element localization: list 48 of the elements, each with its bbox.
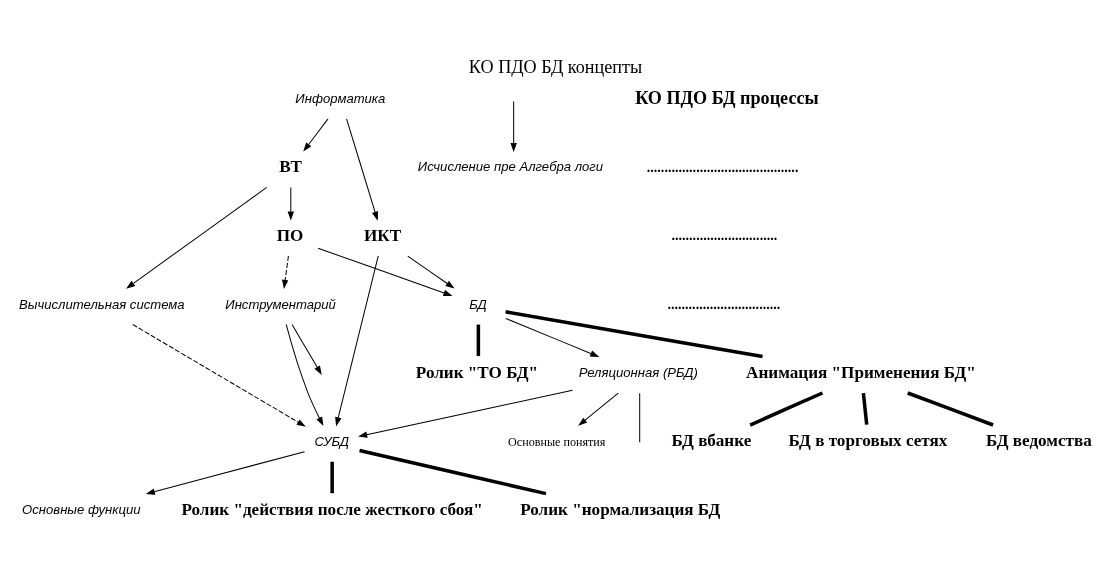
node-text: Информатика (295, 90, 386, 106)
node-text: Основные понятия (508, 435, 606, 450)
arrow (282, 255, 289, 290)
node-text: БД вбанке (671, 431, 752, 451)
arrow (287, 186, 294, 221)
node-text: БД ведомства (986, 431, 1092, 451)
arrow (145, 451, 306, 495)
connector (861, 393, 869, 425)
arrow (317, 247, 453, 296)
node-text: Основные функции (22, 502, 141, 518)
label: .............................. (671, 227, 778, 244)
arrow (132, 324, 306, 427)
node-text: БД в торговых сетях (788, 431, 948, 451)
connector (639, 392, 641, 443)
arrow (335, 255, 379, 427)
node-text: ВТ (279, 157, 302, 177)
node-text: Инструментарий (225, 296, 336, 312)
arrow (407, 255, 455, 289)
node-text: ПО (276, 225, 304, 245)
node-text: Ролик "ТО БД" (415, 362, 539, 382)
label: КО ПДО БД процессы (635, 87, 819, 108)
arrow (285, 323, 324, 427)
connector (330, 461, 334, 494)
connector (476, 324, 481, 357)
node-text: БД (469, 296, 487, 312)
connector (359, 448, 547, 496)
node-text: Реляционная (РБД) (578, 365, 698, 381)
node-text: Ролик "действия после жесткого сбоя" (181, 499, 483, 519)
node-text: Вычислительная система (19, 296, 185, 312)
arrow (358, 389, 574, 438)
connector (505, 310, 763, 359)
label: ........................................... (646, 158, 799, 175)
node-text: СУБД (314, 433, 350, 449)
connector (749, 391, 824, 427)
arrow (303, 118, 329, 152)
node-text: Исчисление пре Алгебра логи (417, 159, 604, 175)
arrow (291, 324, 322, 375)
arrow (126, 186, 268, 289)
node-text: Ролик "нормализация БД (520, 499, 721, 519)
arrow (346, 118, 379, 221)
diagram-title: КО ПДО БД концепты (468, 56, 643, 77)
label: ................................ (667, 295, 781, 312)
arrow (505, 317, 600, 358)
arrow (510, 100, 517, 153)
connector (907, 391, 994, 427)
node-text: ИКТ (363, 225, 402, 245)
node-text: Анимация "Применения БД" (746, 362, 976, 382)
arrow (578, 392, 619, 426)
